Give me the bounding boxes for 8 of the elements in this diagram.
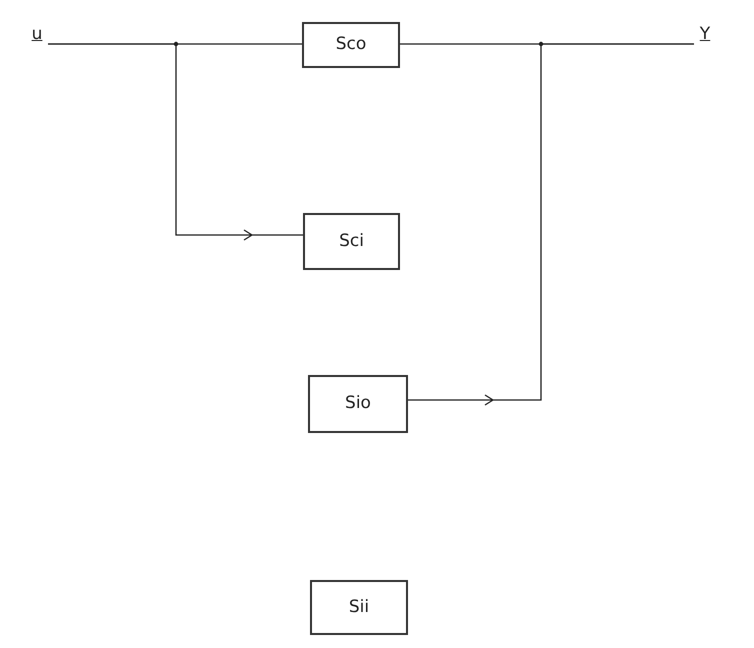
signal-arrow (47, 43, 304, 241)
block-box: Sco (302, 22, 400, 68)
block-box: Sci (303, 213, 400, 270)
block-box: Sii (310, 580, 408, 635)
signal-label: u (26, 22, 48, 50)
signal-label: Y (694, 22, 716, 50)
block-box: Sio (308, 375, 408, 433)
signal-arrow (407, 43, 695, 406)
